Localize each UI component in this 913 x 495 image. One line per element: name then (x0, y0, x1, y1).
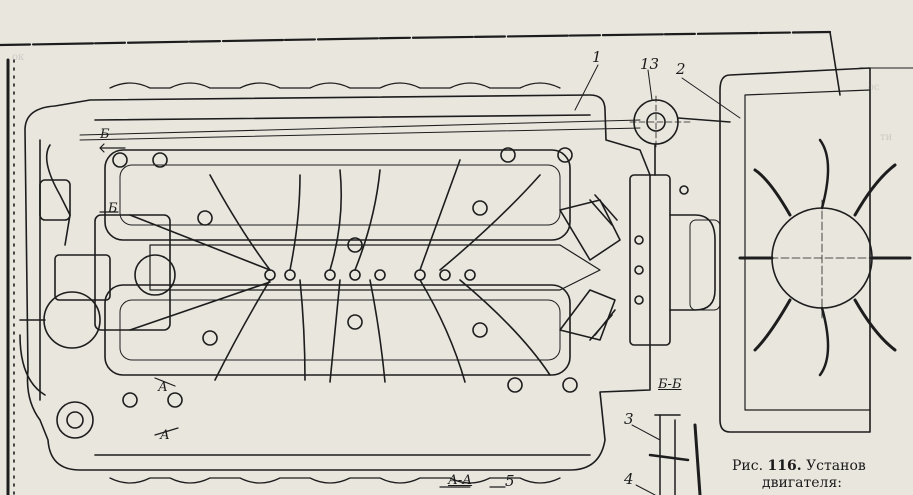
section-mark-b-top: Б (100, 127, 110, 142)
callout-13: 13 (640, 55, 660, 73)
callout-4: 4 (624, 470, 634, 488)
figure-caption: Рис. 116. Установ двигателя: (732, 458, 913, 492)
caption-line-2: двигателя: (762, 475, 842, 491)
callout-5: 5 (505, 472, 515, 490)
section-mark-a-bottom: А (160, 428, 170, 443)
svg-text:ос: ос (868, 82, 880, 93)
section-mark-a-top: А (158, 380, 168, 395)
section-view-a-a: А-А (448, 473, 473, 488)
section-mark-b-left: Б (108, 201, 118, 216)
callout-2: 2 (676, 60, 686, 78)
caption-title-start: Установ (806, 458, 866, 474)
svg-text:ок: ок (12, 52, 25, 63)
callout-1: 1 (592, 48, 602, 66)
section-view-b-b: Б-Б (658, 377, 682, 392)
caption-number: 116. (767, 458, 802, 474)
callout-3: 3 (624, 410, 634, 428)
caption-prefix: Рис. (732, 458, 764, 474)
svg-text:ти: ти (880, 132, 893, 143)
